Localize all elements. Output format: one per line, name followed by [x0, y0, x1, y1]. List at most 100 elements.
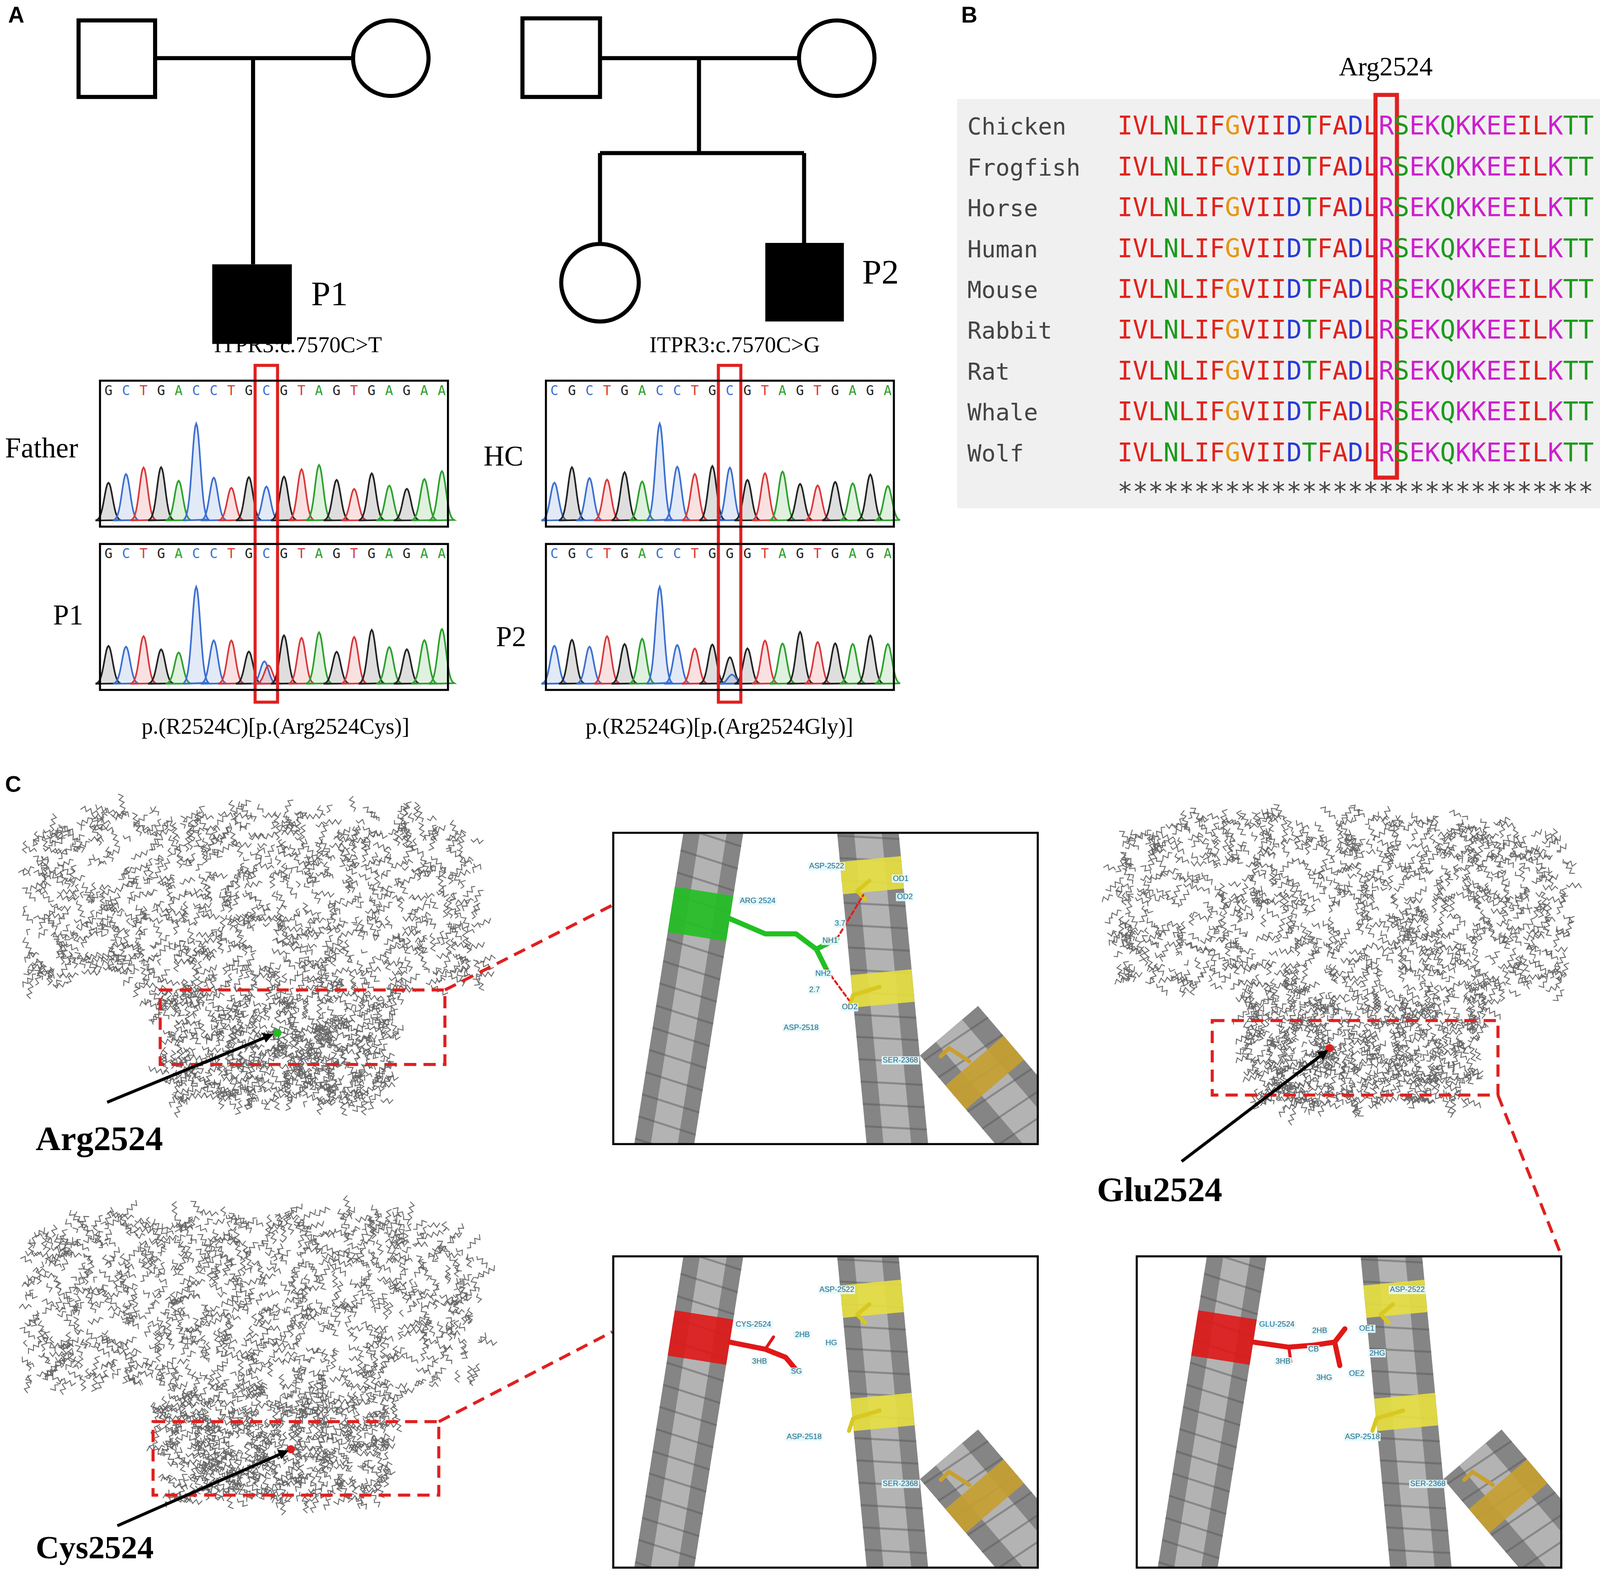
sequence-letter: I [1270, 152, 1287, 182]
helix-stripe [996, 1102, 1039, 1145]
sequence-letter: F [1209, 356, 1225, 387]
trace-peak [289, 469, 314, 521]
sequence-letter: A [174, 546, 183, 562]
sequence-letter: L [1363, 437, 1379, 468]
sequence-letter: G [1224, 356, 1241, 387]
sequence-letter: V [1240, 315, 1256, 345]
trace-peak [875, 643, 900, 684]
sequence-letter: G [865, 546, 875, 562]
helix [663, 831, 715, 1145]
sequence-letter: R [1378, 233, 1395, 264]
sequence-letter: K [1424, 274, 1441, 305]
alignment-panel: ChickenIVLNLIFGVIIDTFADLRSEKQKKEEILKTTFr… [957, 98, 1600, 508]
sequence-letter [769, 546, 778, 562]
sequence-letter: A [848, 383, 857, 399]
sequence-letter: G [1224, 315, 1241, 345]
species-name: Mouse [967, 278, 1039, 303]
sequence-letter: A [1332, 233, 1349, 264]
sequence-letter: F [1209, 396, 1225, 427]
sequence-letter: N [1163, 192, 1179, 223]
sequence-letter: F [1209, 437, 1225, 468]
pedigree-2 [522, 18, 875, 322]
sequence-letter: A [314, 546, 324, 562]
sequence-letter: L [1148, 192, 1164, 223]
helix-stripe [1367, 1325, 1429, 1330]
sequence-letter: D [1286, 192, 1302, 223]
sequence-letter: F [1316, 152, 1333, 182]
trace-peak [96, 645, 121, 684]
trace-peak [559, 467, 585, 521]
residue-segment [870, 858, 874, 892]
sequence-letter: K [1455, 315, 1471, 345]
residue-segment [697, 891, 705, 937]
sequence-letter: S [1394, 437, 1410, 468]
sequence-letter: D [1348, 152, 1364, 182]
residue-segment [1497, 1483, 1519, 1508]
residue-stick [1464, 1471, 1493, 1485]
sequence-letter: L [1148, 111, 1164, 141]
sequence-letter [182, 383, 192, 399]
atom-label: ASP-2522 [818, 1285, 856, 1295]
sequence-letter: V [1132, 111, 1149, 141]
trace-peak [577, 478, 602, 521]
sequence-letter: L [1363, 396, 1379, 427]
sequence-letter: I [1255, 152, 1271, 182]
sequence-letter: A [1332, 152, 1349, 182]
sequence-letter: T [1562, 315, 1579, 345]
sequence-letter [804, 383, 814, 399]
helix-stripe [652, 1451, 710, 1470]
helix-stripe [649, 1049, 707, 1068]
sequence-letter: V [1240, 356, 1256, 387]
helix-stripe [1360, 1259, 1423, 1263]
sequence-letter: V [1132, 192, 1149, 223]
sequence-letter: L [1178, 274, 1195, 305]
protein-sequence: IVLNLIFGVIIDTFADLRSEKQKKEEILKTT [1117, 153, 1594, 180]
sequence-letter: I [1270, 396, 1287, 427]
sequence-letter: K [1547, 437, 1563, 468]
helix-stripe [862, 1103, 925, 1107]
helix-stripe [1165, 1517, 1223, 1536]
sequence-letter: V [1132, 396, 1149, 427]
sequence-letter: D [1286, 437, 1302, 468]
trace-peak [429, 628, 455, 684]
sequence-letter: C [191, 383, 201, 399]
helix [663, 1255, 715, 1569]
sequence-letter [593, 383, 603, 399]
sequence-letter [112, 383, 122, 399]
helix-stripe [1172, 1473, 1230, 1492]
residue-stick [1334, 1341, 1340, 1366]
helix-stripe [1162, 1539, 1219, 1558]
sequence-letter: K [1455, 437, 1471, 468]
sequence-letter [821, 546, 831, 562]
helix-stripe [1200, 1295, 1258, 1314]
sequence-letter [839, 546, 848, 562]
chromatogram-panel: G C T G A C C T G C G T A G T G A G A A [98, 542, 449, 691]
sequence-letter [428, 546, 438, 562]
residue-marker [286, 1444, 295, 1453]
trace-peak [131, 467, 156, 521]
trace-peak [131, 636, 156, 684]
protein-sequence: IVLNLIFGVIIDTFADLRSEKQKKEEILKTT [1117, 439, 1594, 466]
helix-stripe [1520, 1526, 1563, 1569]
sequence-letter: G [1224, 437, 1241, 468]
sequence-letter: S [1394, 233, 1410, 264]
sequence-letter: I [1516, 111, 1533, 141]
base-calls: G C T G A C C T G C G T A G T G A G A A [104, 546, 447, 562]
sequence-letter: I [1255, 396, 1271, 427]
sequence-letter: A [384, 383, 394, 399]
sequence-letter [393, 546, 403, 562]
protein-sequence: IVLNLIFGVIIDTFADLRSEKQKKEEILKTT [1117, 113, 1594, 140]
atom-label: 2HB [793, 1330, 811, 1340]
protein-sequence: IVLNLIFGVIIDTFADLRSEKQKKEEILKTT [1117, 317, 1594, 344]
sequence-letter: S [1394, 111, 1410, 141]
sequence-letter [182, 546, 192, 562]
sample-label: Father [4, 432, 79, 463]
helix [948, 1454, 1039, 1569]
sequence-letter: K [1455, 152, 1471, 182]
sequence-letter: T [139, 546, 148, 562]
sequence-letter: F [1209, 152, 1225, 182]
sequence-letter: Q [1440, 274, 1456, 305]
sequence-letter: E [1409, 111, 1425, 141]
sequence-letter: R [1378, 356, 1395, 387]
sequence-letter [323, 383, 332, 399]
